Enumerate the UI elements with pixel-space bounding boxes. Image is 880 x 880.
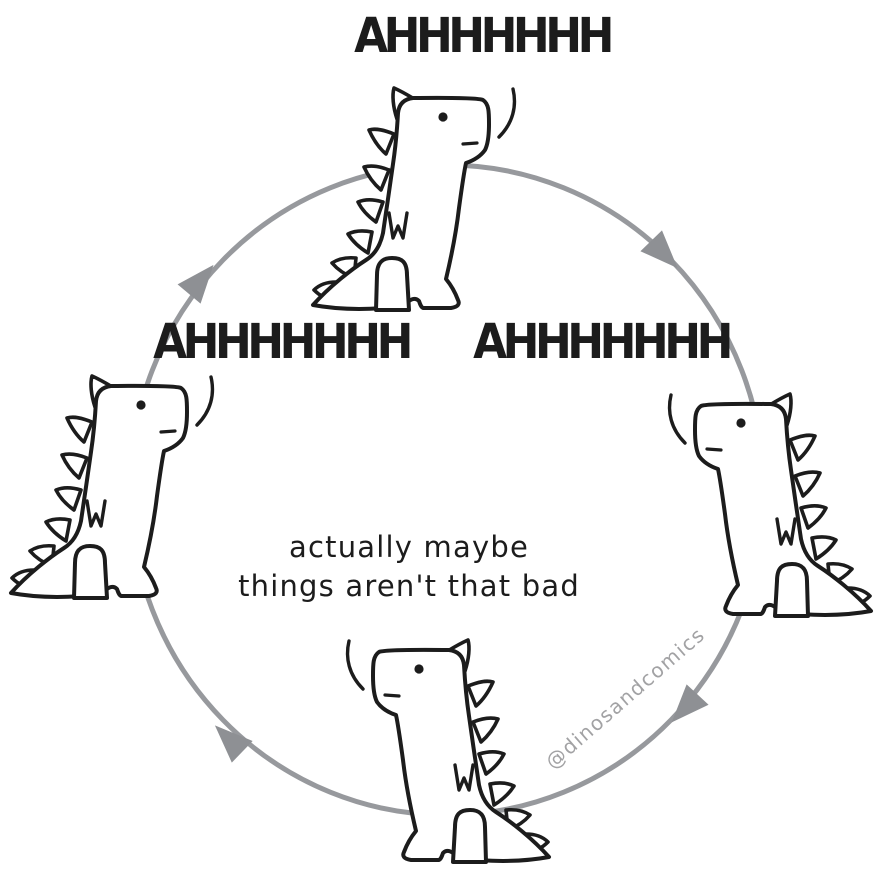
dinosaur-right xyxy=(667,392,873,618)
dinosaur-bottom xyxy=(345,638,551,864)
scream-text-top: AHHHHHHH xyxy=(354,7,614,64)
dinosaur-top xyxy=(311,86,517,312)
dinosaur-left xyxy=(9,374,215,600)
cycle-arrow-top-right xyxy=(640,230,678,269)
scream-text-left: AHHHHHHH xyxy=(153,313,413,370)
calm-thought-text: actually maybe things aren't that bad xyxy=(238,528,580,606)
calm-thought-line-2: things aren't that bad xyxy=(238,569,580,603)
cycle-arrow-bottom-left xyxy=(214,725,253,763)
calm-thought-line-1: actually maybe xyxy=(289,530,529,564)
scream-text-right: AHHHHHHH xyxy=(473,313,733,370)
cycle-arrow-top-left xyxy=(177,264,214,304)
cycle-arrow-bottom-right xyxy=(671,684,709,723)
